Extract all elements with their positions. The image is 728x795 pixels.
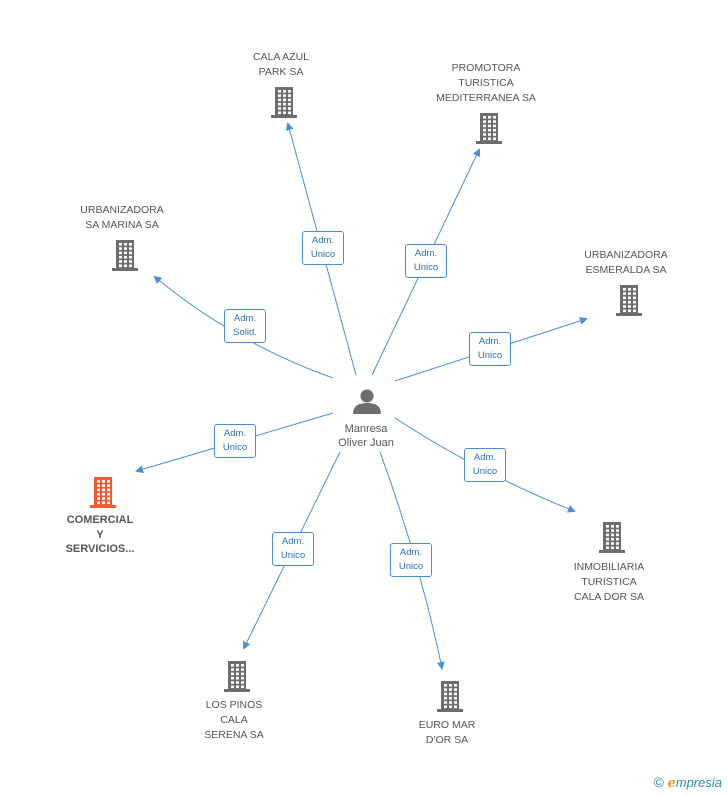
company-label-los-pinos[interactable]: LOS PINOS CALA SERENA SA [204,699,264,741]
footer-brand: © empresia [654,774,722,791]
building-icon[interactable] [112,240,138,271]
building-icon[interactable] [599,522,625,553]
company-label-euro-mar[interactable]: EURO MAR D'OR SA [418,719,476,746]
company-label-inmobiliaria[interactable]: INMOBILIARIA TURISTICA CALA DOR SA [573,561,645,603]
company-label-urb-marina[interactable]: URBANIZADORA SA MARINA SA [80,204,164,231]
role-label-euro-mar: Adm. Unico [390,543,432,577]
building-icon[interactable] [271,87,297,118]
company-label-promotora[interactable]: PROMOTORA TURISTICA MEDITERRANEA SA [436,62,536,104]
building-icon[interactable] [437,681,463,712]
role-label-promotora: Adm. Unico [405,244,447,278]
building-icon[interactable] [90,477,116,508]
role-label-cala-azul: Adm. Unico [302,231,344,265]
role-label-urb-esmeralda: Adm. Unico [469,332,511,366]
building-icon[interactable] [616,285,642,316]
role-label-urb-marina: Adm. Solid. [224,309,266,343]
building-icon[interactable] [224,661,250,692]
role-label-inmobiliaria: Adm. Unico [464,448,506,482]
person-icon[interactable] [353,389,381,415]
center-person-name[interactable]: Manresa Oliver Juan [338,423,394,449]
company-label-urb-esmeralda[interactable]: URBANIZADORA ESMERALDA SA [584,249,668,276]
company-label-cala-azul[interactable]: CALA AZUL PARK SA [252,51,310,78]
brand-name: mpresia [675,775,722,790]
role-label-comercial: Adm. Unico [214,424,256,458]
role-label-los-pinos: Adm. Unico [272,532,314,566]
company-label-comercial[interactable]: COMERCIAL Y SERVICIOS... [65,514,135,555]
building-icon[interactable] [476,113,502,144]
copyright-symbol: © [653,774,664,790]
brand-initial: e [667,776,676,791]
